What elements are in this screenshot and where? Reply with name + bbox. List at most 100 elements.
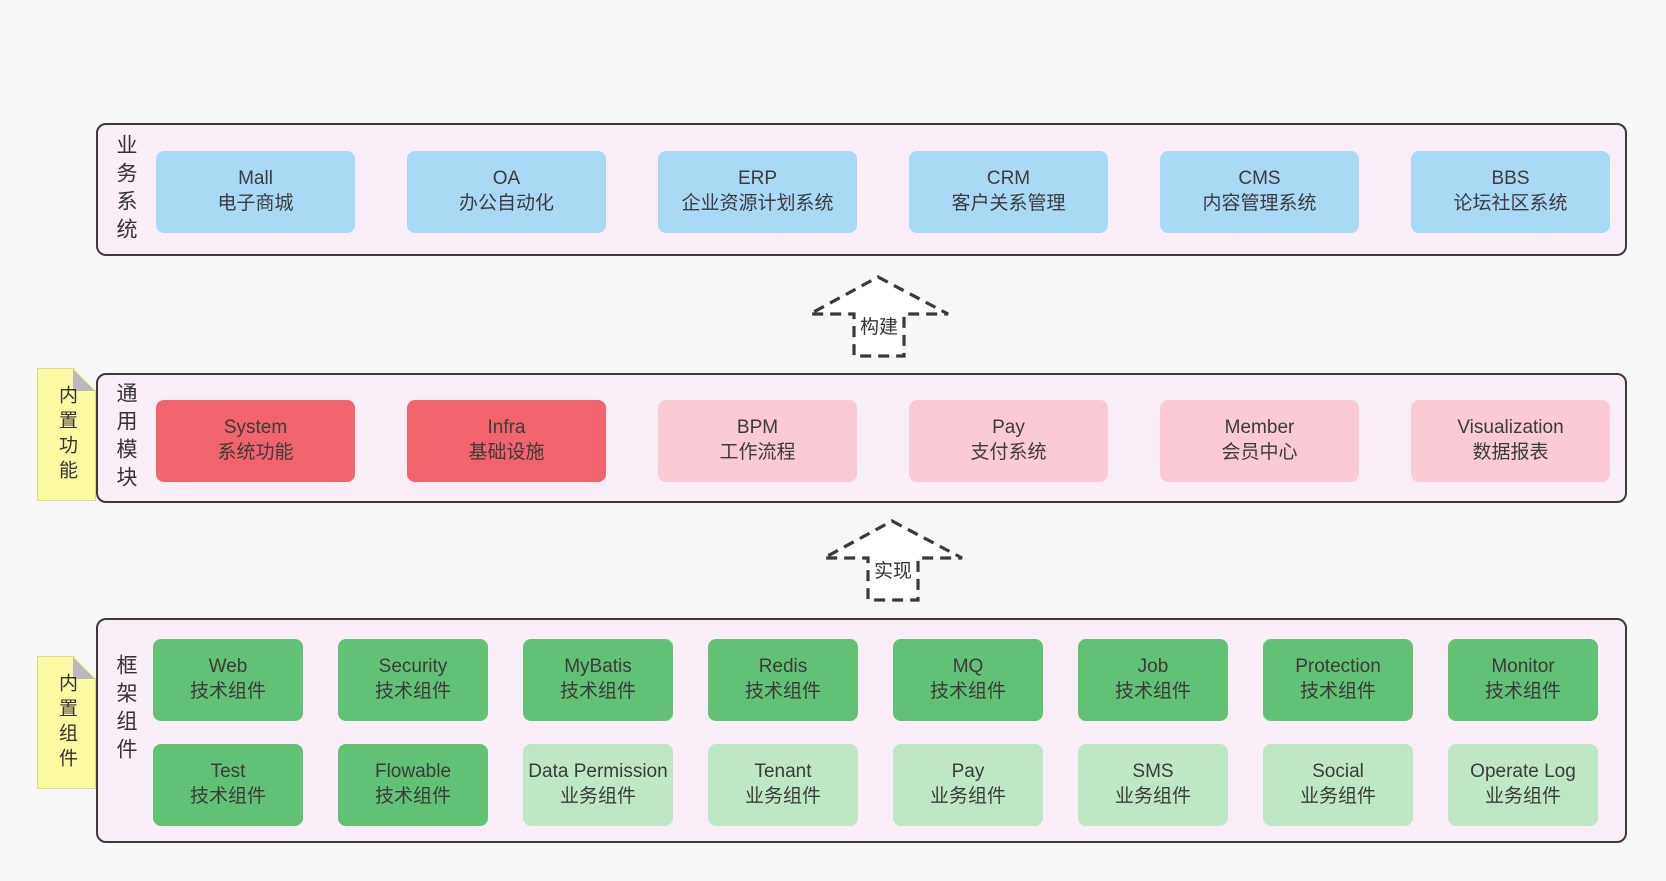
module-desc: 业务组件 bbox=[1114, 786, 1191, 807]
module-desc: 电子商城 bbox=[217, 193, 294, 214]
module-name: OA bbox=[492, 168, 521, 190]
module-box-mybatis: MyBatis 技术组件 bbox=[523, 639, 673, 721]
module-name: Monitor bbox=[1491, 656, 1555, 678]
module-name: CMS bbox=[1238, 168, 1281, 190]
module-desc: 技术组件 bbox=[744, 681, 821, 702]
module-desc: 技术组件 bbox=[1484, 681, 1561, 702]
module-box-test: Test 技术组件 bbox=[153, 744, 303, 826]
module-box-redis: Redis 技术组件 bbox=[708, 639, 858, 721]
module-box-job: Job 技术组件 bbox=[1078, 639, 1228, 721]
module-desc: 业务组件 bbox=[744, 786, 821, 807]
module-desc: 客户关系管理 bbox=[951, 193, 1066, 214]
module-box-crm: CRM 客户关系管理 bbox=[909, 151, 1108, 233]
band-label: 通用模块 bbox=[114, 382, 137, 494]
module-box-cms: CMS 内容管理系统 bbox=[1160, 151, 1359, 233]
module-name: Infra bbox=[487, 417, 526, 439]
module-name: Pay bbox=[992, 417, 1025, 439]
module-name: Social bbox=[1312, 761, 1364, 783]
module-row: System 系统功能 Infra 基础设施 BPM 工作流程 Pay 支付系统 Member 会… bbox=[156, 400, 1610, 482]
module-name: MQ bbox=[952, 656, 984, 678]
module-desc: 技术组件 bbox=[189, 786, 266, 807]
module-desc: 业务组件 bbox=[559, 786, 636, 807]
module-name: Tenant bbox=[754, 761, 812, 783]
module-box-security: Security 技术组件 bbox=[338, 639, 488, 721]
module-desc: 业务组件 bbox=[929, 786, 1006, 807]
module-name: MyBatis bbox=[564, 656, 632, 678]
module-box-member: Member 会员中心 bbox=[1160, 400, 1359, 482]
module-box-operate-log: Operate Log 业务组件 bbox=[1448, 744, 1598, 826]
module-desc: 技术组件 bbox=[374, 681, 451, 702]
module-desc: 技术组件 bbox=[1299, 681, 1376, 702]
module-box-bpm: BPM 工作流程 bbox=[658, 400, 857, 482]
band-label: 业务系统 bbox=[114, 133, 137, 246]
build-arrow: 构建 bbox=[808, 275, 950, 359]
sticky-note-label: 内置组件 bbox=[56, 672, 77, 773]
band-label: 框架组件 bbox=[114, 654, 137, 766]
module-desc: 技术组件 bbox=[374, 786, 451, 807]
module-name: System bbox=[223, 417, 288, 439]
arrow-label: 构建 bbox=[856, 312, 902, 339]
module-name: Mall bbox=[238, 168, 273, 190]
band-business-systems: 业务系统 Mall 电子商城 OA 办公自动化 ERP 企业资源计划系统 CRM 客户关系管理… bbox=[96, 123, 1627, 256]
module-name: SMS bbox=[1132, 761, 1174, 783]
module-box-social: Social 业务组件 bbox=[1263, 744, 1413, 826]
module-name: Pay bbox=[951, 761, 985, 783]
module-name: Member bbox=[1224, 417, 1295, 439]
module-box-mall: Mall 电子商城 bbox=[156, 151, 355, 233]
module-name: Operate Log bbox=[1470, 761, 1576, 783]
module-box-data-permission: Data Permission 业务组件 bbox=[523, 744, 673, 826]
module-desc: 基础设施 bbox=[468, 442, 545, 463]
module-box-flowable: Flowable 技术组件 bbox=[338, 744, 488, 826]
module-name: Data Permission bbox=[528, 761, 668, 783]
arrow-label: 实现 bbox=[870, 556, 916, 583]
module-name: Security bbox=[378, 656, 448, 678]
module-row: Mall 电子商城 OA 办公自动化 ERP 企业资源计划系统 CRM 客户关系管理 CMS 内容… bbox=[156, 151, 1610, 233]
sticky-note-label: 内置功能 bbox=[56, 384, 77, 485]
module-desc: 技术组件 bbox=[189, 681, 266, 702]
module-name: ERP bbox=[737, 168, 778, 190]
module-desc: 数据报表 bbox=[1472, 442, 1549, 463]
module-name: Redis bbox=[758, 656, 808, 678]
module-desc: 技术组件 bbox=[559, 681, 636, 702]
module-name: Job bbox=[1137, 656, 1169, 678]
module-name: Flowable bbox=[374, 761, 452, 783]
module-desc: 企业资源计划系统 bbox=[681, 193, 834, 214]
module-box-erp: ERP 企业资源计划系统 bbox=[658, 151, 857, 233]
module-name: Visualization bbox=[1457, 417, 1564, 439]
module-desc: 办公自动化 bbox=[458, 193, 554, 214]
module-desc: 业务组件 bbox=[1484, 786, 1561, 807]
module-box-infra: Infra 基础设施 bbox=[407, 400, 606, 482]
module-box-tenant: Tenant 业务组件 bbox=[708, 744, 858, 826]
module-box-pay: Pay 支付系统 bbox=[909, 400, 1108, 482]
module-desc: 业务组件 bbox=[1299, 786, 1376, 807]
module-box-sms: SMS 业务组件 bbox=[1078, 744, 1228, 826]
module-desc: 会员中心 bbox=[1221, 442, 1298, 463]
module-box-pay: Pay 业务组件 bbox=[893, 744, 1043, 826]
module-box-visualization: Visualization 数据报表 bbox=[1411, 400, 1610, 482]
module-desc: 工作流程 bbox=[719, 442, 796, 463]
implement-arrow: 实现 bbox=[822, 519, 964, 603]
module-name: BBS bbox=[1491, 168, 1530, 190]
module-desc: 技术组件 bbox=[929, 681, 1006, 702]
band-common-modules: 通用模块 System 系统功能 Infra 基础设施 BPM 工作流程 Pay 支付系统 Me… bbox=[96, 373, 1627, 503]
module-box-bbs: BBS 论坛社区系统 bbox=[1411, 151, 1610, 233]
module-box-oa: OA 办公自动化 bbox=[407, 151, 606, 233]
module-desc: 支付系统 bbox=[970, 442, 1047, 463]
sticky-note-built-in-features: 内置功能 bbox=[37, 368, 96, 501]
module-name: BPM bbox=[736, 417, 779, 439]
module-desc: 内容管理系统 bbox=[1202, 193, 1317, 214]
module-box-monitor: Monitor 技术组件 bbox=[1448, 639, 1598, 721]
module-name: Test bbox=[210, 761, 246, 783]
module-desc: 论坛社区系统 bbox=[1453, 193, 1568, 214]
module-desc: 系统功能 bbox=[217, 442, 294, 463]
module-box-system: System 系统功能 bbox=[156, 400, 355, 482]
module-name: CRM bbox=[986, 168, 1031, 190]
module-desc: 技术组件 bbox=[1114, 681, 1191, 702]
module-box-mq: MQ 技术组件 bbox=[893, 639, 1043, 721]
